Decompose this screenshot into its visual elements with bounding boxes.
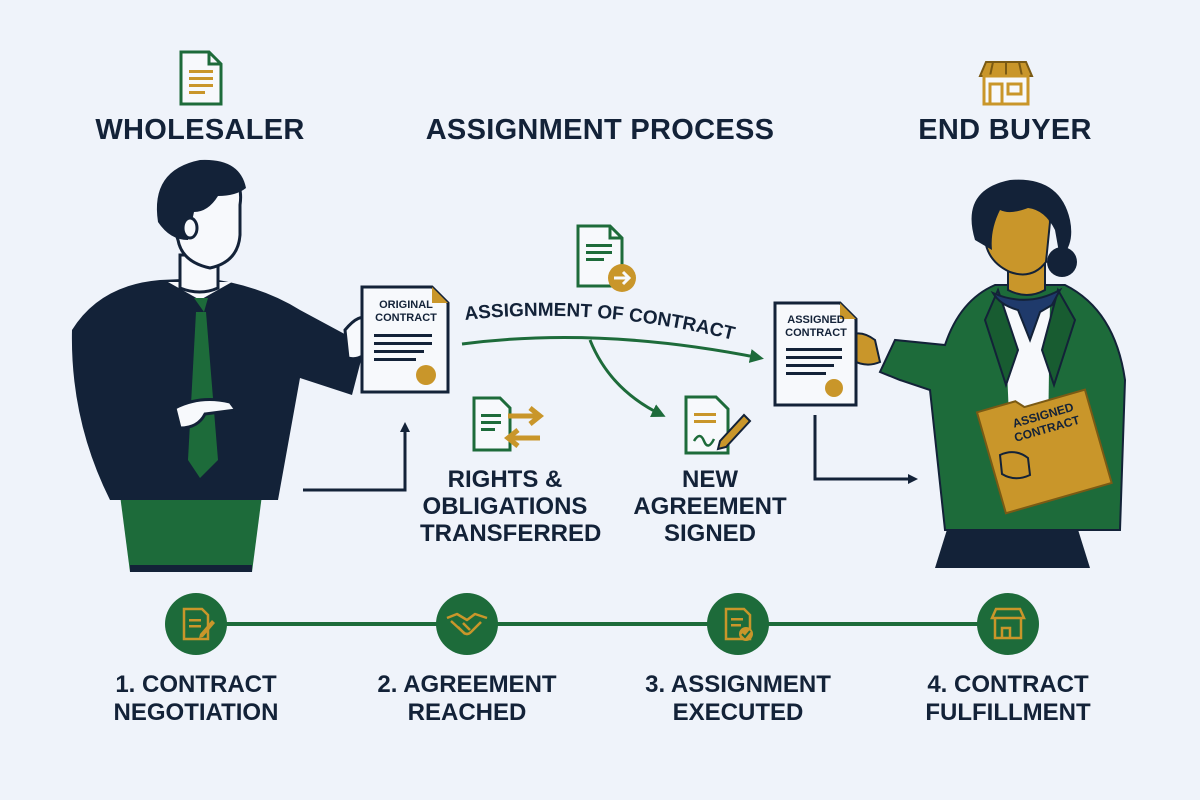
buyer-arrow — [813, 415, 918, 484]
wholesaler-up-arrow — [303, 422, 410, 492]
wholesaler-heading: WHOLESALER — [95, 114, 305, 146]
step-4-label: 4. CONTRACT FULFILLMENT — [925, 671, 1091, 726]
document-edit-icon — [182, 607, 215, 641]
process-heading: ASSIGNMENT PROCESS — [425, 114, 775, 146]
signed-agreement-icon — [684, 395, 752, 455]
step-4-circle — [977, 593, 1039, 655]
storefront-icon — [990, 607, 1026, 640]
assigned-contract-label: ASSIGNED CONTRACT — [785, 314, 847, 339]
storefront-icon — [978, 61, 1034, 106]
document-check-icon — [724, 607, 753, 641]
step-1-label: 1. CONTRACT NEGOTIATION — [113, 671, 279, 726]
rights-transfer-icon — [472, 396, 545, 452]
document-icon — [179, 50, 223, 106]
original-contract-label: ORIGINAL CONTRACT — [375, 299, 437, 324]
new-agreement-label: NEW AGREEMENT SIGNED — [633, 466, 787, 547]
step-2-label: 2. AGREEMENT REACHED — [377, 671, 557, 726]
rights-transferred-label: RIGHTS & OBLIGATIONS TRANSFERRED — [420, 466, 602, 547]
step-3-label: 3. ASSIGNMENT EXECUTED — [645, 671, 831, 726]
step-1-circle — [165, 593, 227, 655]
branch-arrow — [588, 339, 666, 417]
end-buyer-heading: END BUYER — [918, 114, 1092, 146]
step-2-circle — [436, 593, 498, 655]
step-3-circle — [707, 593, 769, 655]
handshake-icon — [446, 612, 488, 636]
assignment-arrow — [461, 336, 764, 363]
document-transfer-icon — [576, 224, 636, 292]
